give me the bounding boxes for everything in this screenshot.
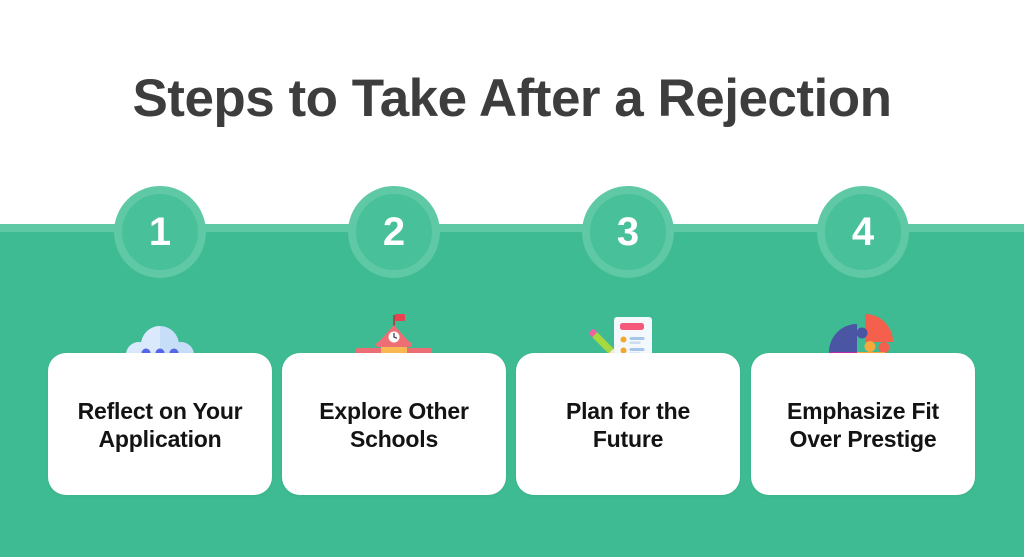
timeline-track xyxy=(0,224,1024,232)
card-label: Emphasize Fit Over Prestige xyxy=(786,398,940,452)
step-card-3: Plan for the Future xyxy=(516,353,740,495)
step-card-1: Reflect on Your Application xyxy=(48,353,272,495)
step-circle-2: 2 xyxy=(348,186,440,278)
step-circle-4: 4 xyxy=(817,186,909,278)
step-circle-1: 1 xyxy=(114,186,206,278)
card-label: Plan for the Future xyxy=(565,398,691,452)
step-number: 1 xyxy=(148,210,172,254)
step-card-2: Explore Other Schools xyxy=(282,353,506,495)
step-number: 3 xyxy=(616,210,640,254)
page-title: Steps to Take After a Rejection xyxy=(132,69,892,128)
step-number: 4 xyxy=(851,210,875,254)
step-circle-3: 3 xyxy=(582,186,674,278)
card-label: Explore Other Schools xyxy=(319,398,469,452)
step-number: 2 xyxy=(382,210,406,254)
step-card-4: Emphasize Fit Over Prestige xyxy=(751,353,975,495)
card-label: Reflect on Your Application xyxy=(77,398,243,452)
